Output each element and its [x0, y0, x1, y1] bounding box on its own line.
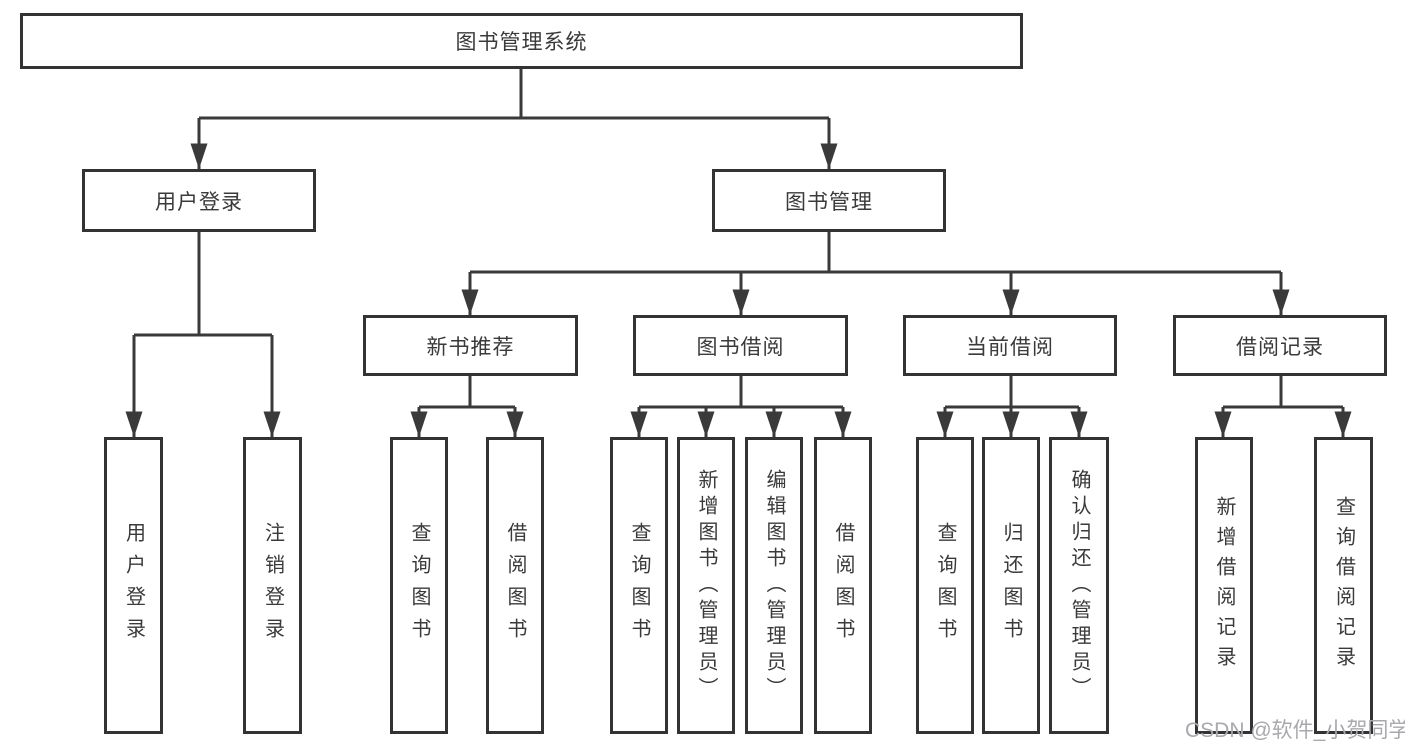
leaf-query-borrow-record-label: 查询借阅记录 — [1332, 495, 1355, 676]
node-book-borrow-label: 图书借阅 — [696, 335, 785, 359]
leaf-borrow-books-label: 借阅图书 — [832, 521, 854, 650]
leaf-add-borrow-record-label: 新增借阅记录 — [1213, 495, 1235, 676]
leaf-borrow-books-recommend: 借阅图书 — [486, 437, 544, 734]
node-new-book-recommend-label: 新书推荐 — [426, 335, 515, 359]
leaf-edit-book-admin-label: 编辑图书（管理员） — [763, 468, 785, 703]
leaf-query-books-current-label: 查询图书 — [934, 521, 956, 650]
leaf-add-book-admin-label: 新增图书（管理员） — [695, 468, 717, 703]
node-borrow-records-label: 借阅记录 — [1236, 335, 1324, 359]
leaf-return-book-label: 归还图书 — [1000, 521, 1022, 650]
node-book-mgmt-branch-label: 图书管理 — [785, 190, 873, 214]
node-current-borrow: 当前借阅 — [903, 315, 1117, 376]
leaf-query-books-recommend-label: 查询图书 — [408, 521, 430, 650]
leaf-edit-book-admin: 编辑图书（管理员） — [745, 437, 803, 734]
leaf-query-borrow-record: 查询借阅记录 — [1314, 437, 1373, 734]
leaf-add-borrow-record: 新增借阅记录 — [1195, 437, 1253, 734]
node-borrow-records: 借阅记录 — [1173, 315, 1387, 376]
leaf-user-login-label: 用户登录 — [122, 521, 145, 650]
leaf-query-books-borrow: 查询图书 — [610, 437, 668, 734]
leaf-user-login: 用户登录 — [104, 437, 163, 734]
leaf-query-books-current: 查询图书 — [916, 437, 974, 734]
leaf-confirm-return-admin: 确认归还（管理员） — [1049, 437, 1109, 734]
node-user-login-branch: 用户登录 — [82, 169, 316, 232]
leaf-logout-label: 注销登录 — [261, 521, 284, 650]
node-root: 图书管理系统 — [20, 13, 1023, 69]
leaf-logout: 注销登录 — [243, 437, 302, 734]
node-book-borrow: 图书借阅 — [633, 315, 848, 376]
leaf-return-book: 归还图书 — [982, 437, 1040, 734]
node-new-book-recommend: 新书推荐 — [363, 315, 578, 376]
leaf-query-books-recommend: 查询图书 — [390, 437, 448, 734]
node-user-login-branch-label: 用户登录 — [155, 190, 243, 214]
leaf-confirm-return-admin-label: 确认归还（管理员） — [1068, 468, 1090, 703]
leaf-add-book-admin: 新增图书（管理员） — [677, 437, 735, 734]
node-root-label: 图书管理系统 — [455, 31, 588, 54]
leaf-borrow-books-recommend-label: 借阅图书 — [504, 521, 526, 650]
node-book-mgmt-branch: 图书管理 — [712, 169, 946, 232]
leaf-borrow-books: 借阅图书 — [814, 437, 872, 734]
leaf-query-books-borrow-label: 查询图书 — [628, 521, 650, 650]
csdn-watermark: CSDN @软件_小贺同学 — [1185, 719, 1405, 742]
node-current-borrow-label: 当前借阅 — [966, 335, 1054, 359]
